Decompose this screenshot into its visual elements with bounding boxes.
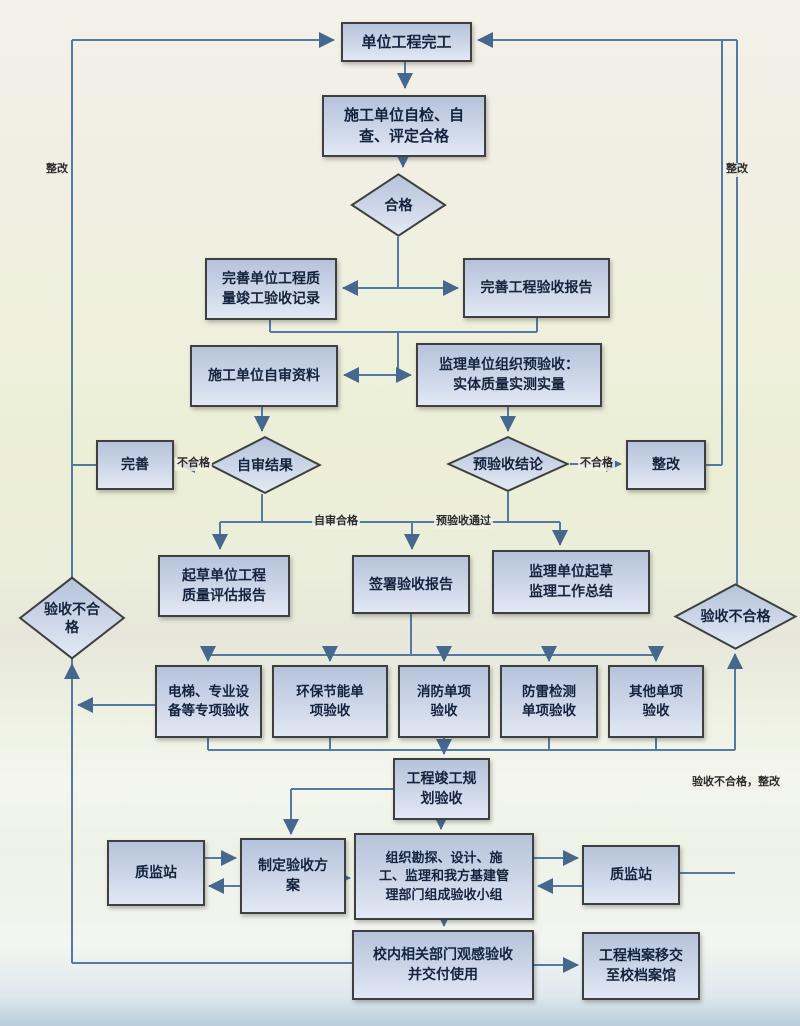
- label-self-review-pass: 自审合格: [312, 515, 360, 529]
- node-fire-acceptance: 消防单项 验收: [398, 665, 490, 738]
- node-make-plan: 制定验收方 案: [240, 838, 346, 914]
- decision-self-review-result-label: 自审结果: [237, 456, 293, 473]
- decision-pre-acceptance-result-label: 预验收结论: [473, 455, 543, 472]
- node-pre-acceptance: 监理单位组织预验收： 实体质量实测实量: [416, 343, 602, 407]
- node-improve-record: 完善单位工程质 量竣工验收记录: [205, 258, 337, 320]
- label-unqualified-right: 不合格: [578, 457, 615, 471]
- decision-fail-right-label: 验收不合格: [700, 608, 771, 625]
- node-quality-station-right: 质监站: [582, 845, 680, 905]
- node-archive-transfer: 工程档案移交 至校档案馆: [582, 932, 700, 1000]
- decision-fail-right: 验收不合格: [673, 583, 798, 650]
- node-lightning-acceptance: 防雷检测 单项验收: [500, 665, 598, 738]
- node-campus-acceptance: 校内相关部门观感验收 并交付使用: [352, 930, 534, 1000]
- node-supervisor-summary: 监理单位起草 监理工作总结: [492, 550, 650, 614]
- node-env-acceptance: 环保节能单 项验收: [272, 665, 388, 738]
- node-self-check: 施工单位自检、自 查、评定合格: [322, 95, 486, 157]
- diamond-shape: [18, 576, 126, 660]
- node-unit-complete: 单位工程完工: [341, 22, 472, 62]
- decision-pre-acceptance-result: 预验收结论: [446, 436, 570, 492]
- node-sign-report: 签署验收报告: [352, 555, 470, 614]
- node-elevator-acceptance: 电梯、专业设 备等专项验收: [155, 665, 262, 738]
- decision-qualified: 合格: [350, 173, 447, 237]
- label-unqualified-left: 不合格: [175, 457, 212, 471]
- diamond-shape: [446, 436, 570, 492]
- node-self-review-docs: 施工单位自审资料: [190, 345, 338, 407]
- node-perfect: 完善: [96, 440, 174, 490]
- label-fail-rectify: 验收不合格，整改: [690, 776, 782, 790]
- node-rectify: 整改: [626, 440, 706, 490]
- diamond-shape: [350, 173, 447, 237]
- node-draft-quality-report: 起草单位工程 质量评估报告: [158, 555, 290, 617]
- diamond-shape: [208, 436, 322, 494]
- label-rectify-left: 整改: [44, 163, 70, 177]
- decision-qualified-label: 合格: [384, 196, 413, 213]
- node-improve-report: 完善工程验收报告: [463, 258, 610, 318]
- node-quality-station-left: 质监站: [107, 840, 205, 906]
- label-rectify-right: 整改: [724, 163, 750, 177]
- decision-fail-left-label: 验收不合 格: [44, 600, 100, 635]
- node-planning-acceptance: 工程竣工规 划验收: [393, 758, 490, 820]
- decision-self-review-result: 自审结果: [208, 436, 322, 494]
- node-organize-team: 组织勘探、设计、施 工、监理和我方基建管 理部门组成验收小组: [354, 833, 534, 920]
- label-pre-acceptance-pass: 预验收通过: [434, 515, 493, 529]
- node-other-acceptance: 其他单项 验收: [608, 665, 704, 738]
- decision-fail-left: 验收不合 格: [18, 576, 126, 660]
- diamond-shape: [673, 583, 798, 650]
